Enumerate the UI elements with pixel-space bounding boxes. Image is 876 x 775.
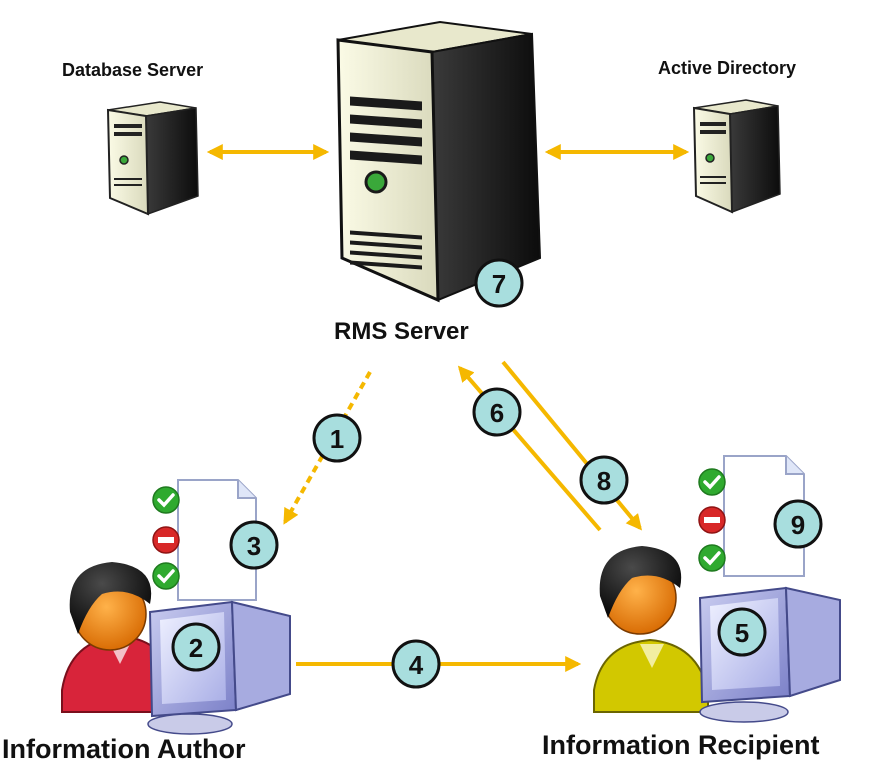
step-9-badge: 9 [773, 499, 823, 549]
active-directory-label: Active Directory [658, 58, 797, 78]
computer-icon [698, 586, 841, 723]
server-icon [336, 20, 542, 303]
step-8-label: 8 [597, 466, 611, 496]
rms-server-label: RMS Server [334, 318, 469, 345]
computer-icon [147, 600, 291, 735]
step-6-badge: 6 [472, 387, 522, 437]
step-2-label: 2 [189, 633, 203, 663]
step-3-badge: 3 [229, 520, 279, 570]
server-icon [692, 99, 781, 214]
deny-icon [152, 526, 180, 554]
check-icon [698, 544, 726, 572]
step-3-label: 3 [247, 531, 261, 561]
step-6-label: 6 [490, 398, 504, 428]
check-icon [152, 486, 180, 514]
step-1-badge: 1 [312, 413, 362, 463]
user-icon [61, 562, 177, 713]
database-server-label: Database Server [62, 60, 204, 80]
step-1-label: 1 [330, 424, 344, 454]
check-icon [152, 562, 180, 590]
information-recipient-label: Information Recipient [542, 730, 820, 760]
step-9-label: 9 [791, 510, 805, 540]
check-icon [698, 468, 726, 496]
step-7-label: 7 [492, 269, 506, 299]
step-5-label: 5 [735, 618, 749, 648]
information-author-label: Information Author [2, 734, 246, 764]
step-4-badge: 4 [391, 639, 441, 689]
step-5-badge: 5 [717, 607, 767, 657]
step-7-badge: 7 [474, 258, 524, 308]
arrow-step8 [501, 360, 643, 531]
step-2-badge: 2 [171, 622, 221, 672]
step-8-badge: 8 [579, 455, 629, 505]
deny-icon [698, 506, 726, 534]
user-icon [593, 546, 709, 713]
server-icon [106, 101, 199, 216]
step-4-label: 4 [409, 650, 424, 680]
